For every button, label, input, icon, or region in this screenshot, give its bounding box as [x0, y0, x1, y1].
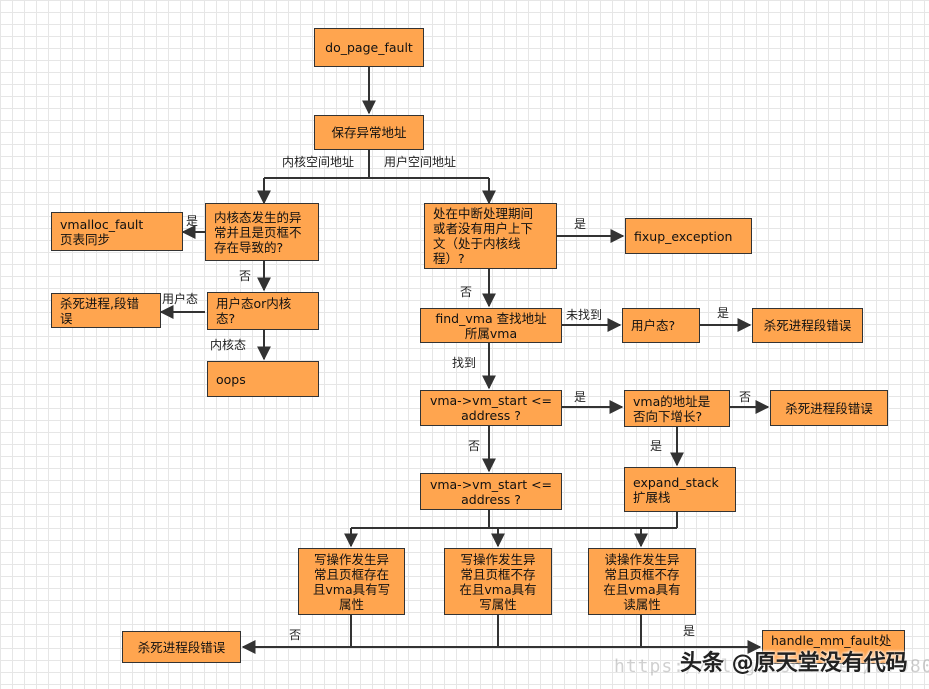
- edge-label-no-grows: 否: [739, 390, 752, 404]
- edge-label-no-kernel: 否: [239, 269, 252, 283]
- kill-process-node-1: 杀死进程,段错 误: [51, 293, 161, 328]
- find-vma-node: find_vma 查找地址 所属vma: [420, 308, 562, 343]
- grows-down-decision: vma的地址是 否向下增长?: [624, 390, 730, 427]
- edge-label-yes-bottom: 是: [683, 624, 696, 638]
- kill-process-node-4: 杀死进程段错误: [122, 631, 241, 663]
- edge-label-yes-vmalloc: 是: [186, 214, 199, 228]
- edge-label-no-start: 否: [468, 439, 481, 453]
- user-or-kernel-decision: 用户态or内核 态?: [207, 292, 319, 330]
- edge-label-no-bottom: 否: [289, 628, 302, 642]
- brand-watermark: 头条 @原天堂没有代码: [680, 651, 908, 676]
- kernel-page-absent-decision: 内核态发生的异 常并且是页框不 存在导致的?: [205, 203, 319, 261]
- do-page-fault-node: do_page_fault: [314, 28, 424, 67]
- interrupt-context-decision: 处在中断处理期间 或者没有用户上下 文（处于内核线 程）?: [424, 203, 557, 269]
- edge-label-no-interrupt: 否: [460, 285, 473, 299]
- edge-label-not-found: 未找到: [566, 308, 603, 322]
- edge-label-found: 找到: [452, 356, 477, 370]
- read-absent-node: 读操作发生异 常且页框不存 在且vma具有 读属性: [588, 548, 696, 615]
- edge-label-yes-grows: 是: [650, 439, 663, 453]
- expand-stack-node: expand_stack 扩展栈: [624, 467, 736, 512]
- kill-process-node-2: 杀死进程段错误: [752, 308, 863, 343]
- edge-label-kernel-space: 内核空间地址: [282, 155, 355, 169]
- vm-start-decision-1: vma->vm_start <= address ?: [420, 390, 562, 426]
- edge-label-kernel-state: 内核态: [210, 338, 247, 352]
- source-url-watermark: https://blog.csdn.net/u7980718: [614, 656, 929, 677]
- edge-label-yes-fixup: 是: [574, 217, 587, 231]
- write-absent-node: 写操作发生异 常且页框不存 在且vma具有 写属性: [444, 548, 552, 615]
- write-present-node: 写操作发生异 常且页框存在 且vma具有写 属性: [298, 548, 405, 615]
- fixup-exception-node: fixup_exception: [625, 218, 752, 254]
- oops-node: oops: [207, 361, 319, 397]
- edge-label-user-space: 用户空间地址: [384, 155, 457, 169]
- user-mode-decision: 用户态?: [622, 308, 700, 343]
- kill-process-node-3: 杀死进程段错误: [770, 390, 888, 426]
- vmalloc-fault-node: vmalloc_fault 页表同步: [51, 212, 183, 251]
- vm-start-decision-2: vma->vm_start <= address ?: [420, 473, 562, 510]
- handle-mm-fault-node: handle_mm_fault处: [762, 630, 905, 664]
- save-address-node: 保存异常地址: [314, 115, 424, 150]
- edge-label-yes-start: 是: [574, 390, 587, 404]
- edge-label-user-state: 用户态: [162, 292, 199, 306]
- edge-label-yes-kill2: 是: [717, 306, 730, 320]
